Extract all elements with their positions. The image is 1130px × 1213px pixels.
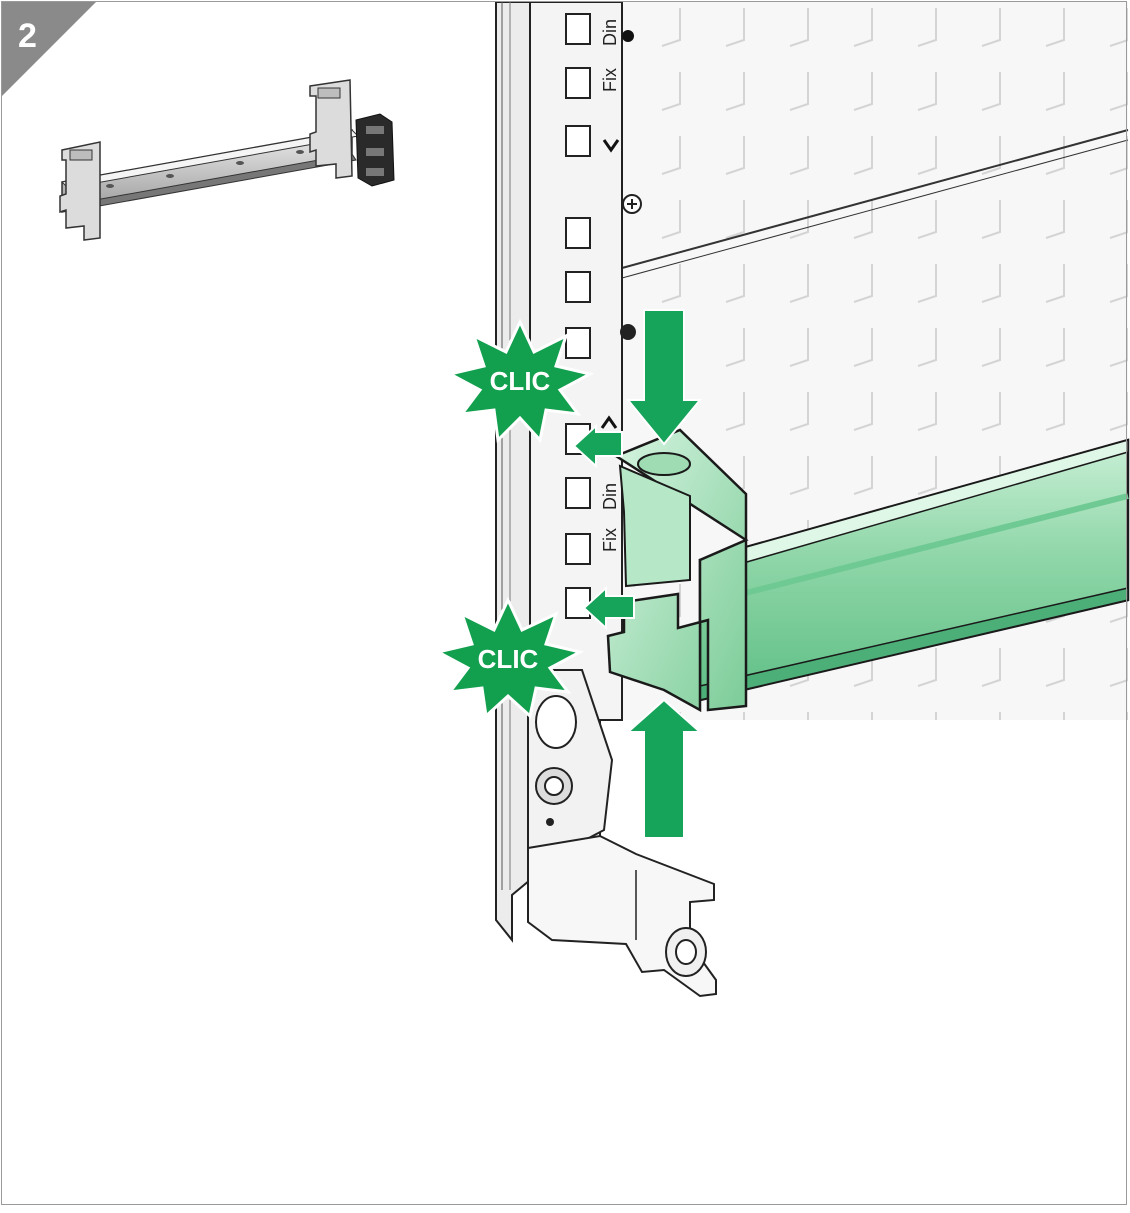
din-rail[interactable] (698, 438, 1130, 702)
clip-latch-icon (637, 452, 691, 476)
step-number: 2 (18, 17, 37, 55)
clic-burst-bottom: CLIC (433, 596, 585, 720)
burst-shape (433, 596, 585, 720)
clic-label-top: CLIC (490, 366, 551, 396)
push-down-arrow (625, 309, 703, 446)
clic-label-bottom: CLIC (478, 644, 539, 674)
rail-clip-bracket[interactable] (606, 428, 749, 713)
step-badge: 2 (2, 2, 96, 96)
panel-label-fix-bottom: Fix (600, 528, 620, 552)
panel-label-din-bottom: Din (600, 483, 620, 510)
panel-label-din-top: Din (600, 19, 620, 46)
chevron-down-icon (602, 139, 620, 153)
burst-shape (445, 318, 595, 444)
clic-burst-top: CLIC (445, 318, 595, 444)
insert-arrow-top (572, 423, 623, 469)
panel-label-fix-top: Fix (600, 68, 620, 92)
chevron-up-icon (600, 415, 618, 429)
fixing-stud-icon (620, 324, 636, 340)
insert-arrow-bottom (582, 585, 635, 631)
step-badge-shape (2, 2, 96, 96)
pivot-dot-icon (622, 30, 634, 42)
upright-foot (527, 669, 717, 998)
rail-thumbnail (59, 79, 395, 241)
push-up-arrow (625, 698, 703, 839)
